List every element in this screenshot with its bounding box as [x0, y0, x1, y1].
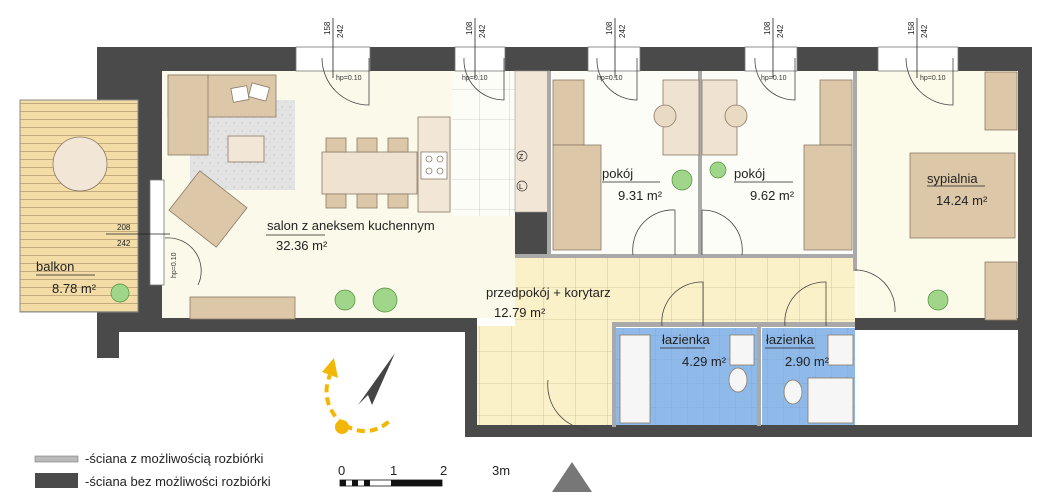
- scale-bar: 0 1 2 3m: [338, 463, 510, 487]
- window-sill: hp=0.10: [336, 75, 362, 82]
- scale-tick: 2: [440, 463, 447, 478]
- window-dimension: 108 242 hp=0.10: [597, 18, 627, 82]
- pokoj2-name: pokój: [734, 166, 765, 181]
- fridge-icon: [516, 150, 528, 162]
- scale-tick: 0: [338, 463, 345, 478]
- window-sill: hp=0.10: [920, 75, 946, 82]
- balcony-floor: [19, 99, 139, 313]
- window-dimension: 108 242 hp=0.10: [761, 18, 787, 82]
- corridor-floor: [477, 326, 612, 425]
- window-dimension-labels: 158 242 hp=0.10 108 242 hp=0.10 108 242 …: [106, 18, 946, 278]
- pokoj1-name: pokój: [602, 166, 633, 181]
- window-height: 242: [478, 24, 487, 38]
- przedpokoj-name: przedpokój + korytarz: [486, 285, 611, 300]
- fridge-label: Z: [519, 154, 524, 161]
- window-height: 242: [618, 24, 627, 38]
- door-swings: [164, 57, 954, 431]
- przedpokoj-area: 12.79 m²: [494, 305, 546, 320]
- balkon-area: 8.78 m²: [52, 281, 97, 296]
- scale-tick: 3m: [492, 463, 510, 478]
- legend-permanent: -ściana bez możliwości rozbiórki: [85, 474, 271, 489]
- lazienka2-area: 2.90 m²: [785, 354, 830, 369]
- permanent-wall-swatch: [35, 473, 78, 488]
- window-width: 108: [465, 21, 474, 35]
- legend: -ściana z możliwością rozbiórki -ściana …: [34, 451, 271, 489]
- door-sill: hp=0.10: [171, 252, 178, 278]
- legend-removable: -ściana z możliwością rozbiórki: [85, 451, 264, 466]
- window-height: 242: [920, 24, 929, 38]
- window-width: 108: [605, 21, 614, 35]
- door-width: 208: [117, 223, 131, 232]
- window-width: 158: [323, 21, 332, 35]
- plant-icons: [110, 161, 949, 313]
- balkon-name: balkon: [36, 259, 74, 274]
- window-dimension: 158 242 hp=0.10: [907, 18, 946, 82]
- salon-floor-ext: [452, 216, 515, 318]
- sypialnia-area: 14.24 m²: [936, 193, 988, 208]
- lazienka1-name: łazienka: [662, 332, 710, 347]
- window-dimension: 108 242 hp=0.10: [462, 18, 488, 82]
- window-sill: hp=0.10: [761, 75, 787, 82]
- pokoj2-area: 9.62 m²: [750, 188, 795, 203]
- kitchen-counter: [514, 70, 551, 213]
- window-height: 242: [776, 24, 785, 38]
- window-width: 108: [763, 21, 772, 35]
- window-width: 158: [907, 21, 916, 35]
- entrance-arrow-icon: [552, 462, 592, 492]
- window-sill: hp=0.10: [462, 75, 488, 82]
- dishwasher-label: L: [519, 184, 523, 191]
- window-height: 242: [336, 24, 345, 38]
- window-sill: hp=0.10: [597, 75, 623, 82]
- salon-name: salon z aneksem kuchennym: [267, 218, 435, 233]
- removable-walls: [515, 71, 857, 427]
- kitchen-floor: [452, 71, 515, 216]
- compass-icon: [322, 353, 395, 434]
- balcony-door-dimension: 208 242 hp=0.10: [106, 223, 178, 278]
- dishwasher-icon: [516, 180, 528, 192]
- lazienka1-area: 4.29 m²: [682, 354, 727, 369]
- removable-wall-swatch: [34, 455, 79, 463]
- scale-tick: 1: [390, 463, 397, 478]
- salon-area: 32.36 m²: [276, 238, 328, 253]
- door-height: 242: [117, 239, 131, 248]
- room-labels: salon z aneksem kuchennym 32.36 m² balko…: [36, 166, 988, 369]
- pokoj1-area: 9.31 m²: [618, 188, 663, 203]
- lazienka2-name: łazienka: [766, 332, 814, 347]
- window-dimension: 158 242 hp=0.10: [323, 18, 362, 82]
- furniture: [52, 71, 1018, 424]
- sypialnia-name: sypialnia: [927, 171, 978, 186]
